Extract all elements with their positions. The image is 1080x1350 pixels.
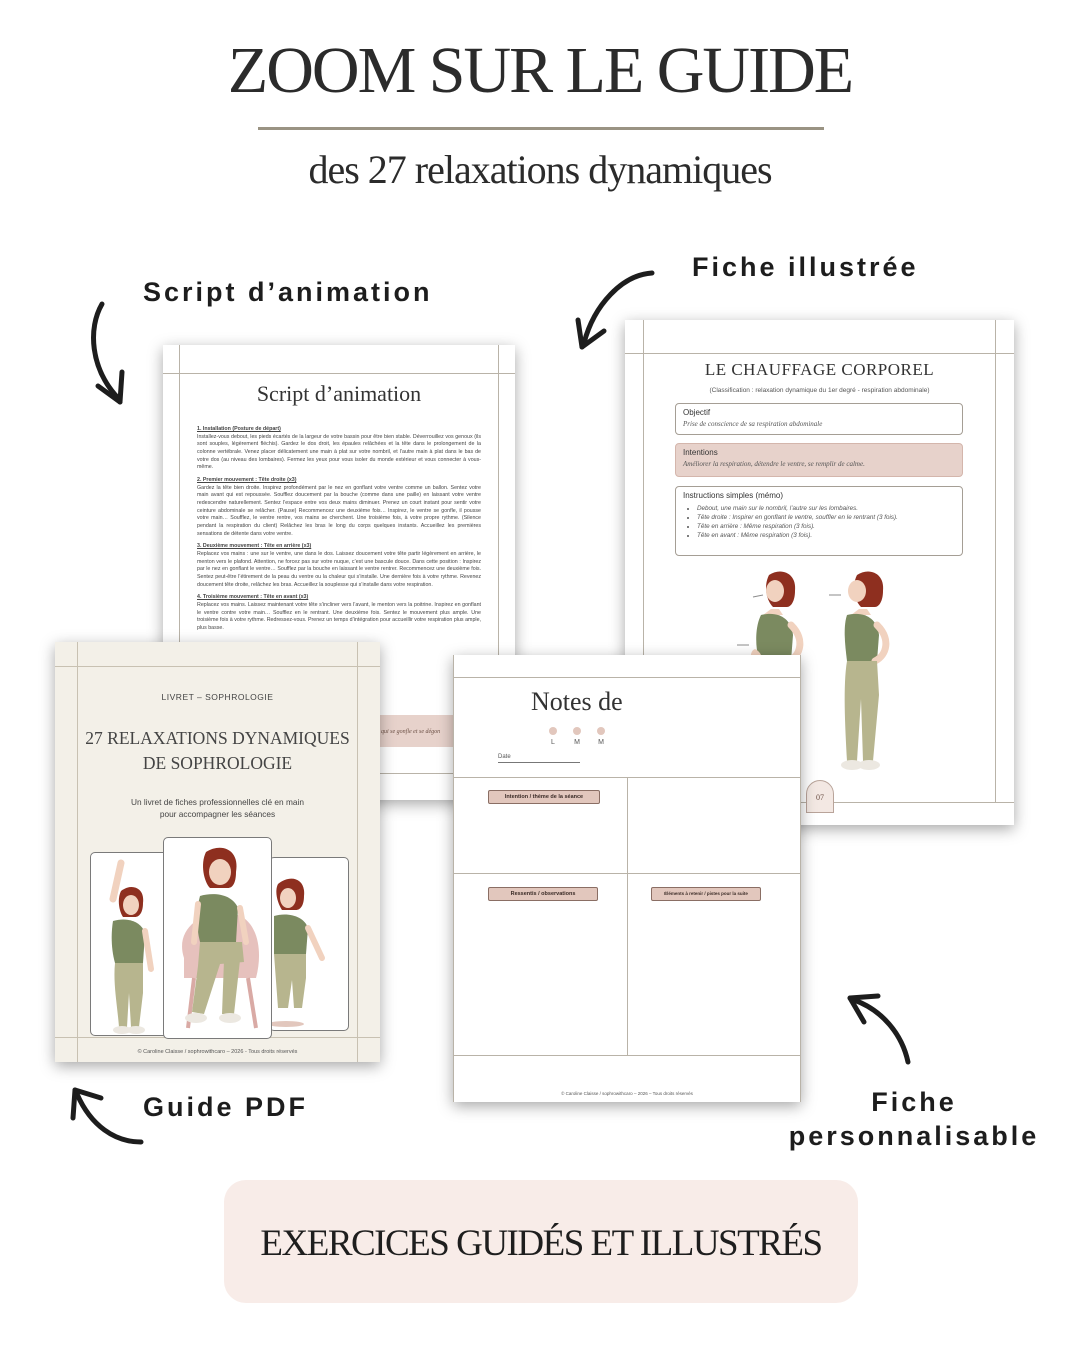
fiche-classification: (Classification : relaxation dynamique d… [709, 387, 930, 394]
instruction-item: Debout, une main sur le nombril, l’autre… [697, 504, 955, 513]
guide-pdf-cover: LIVRET – SOPHROLOGIE 27 RELAXATIONS DYNA… [55, 642, 380, 1062]
intentions-label: Intentions [683, 448, 718, 457]
fiche-title: LE CHAUFFAGE CORPOREL [704, 360, 935, 379]
cover-title-line1: 27 RELAXATIONS DYNAMIQUES [85, 728, 350, 748]
label-fiche-personnalisable: Fiche personnalisable [779, 1086, 1049, 1154]
notes-title: Notes de [531, 687, 623, 716]
notes-footer: © Caroline Claisse / sophrowithcaro – 20… [561, 1091, 693, 1096]
arrow-up-left-icon [70, 1087, 144, 1145]
illustration-card-jump [269, 857, 349, 1031]
label-guide-pdf: Guide PDF [143, 1092, 309, 1122]
illustration-card-arm-raised [90, 852, 170, 1036]
instruction-item: Tête en arrière : Même respiration (3 fo… [697, 522, 955, 531]
title-divider [258, 127, 824, 130]
cover-title: 27 RELAXATIONS DYNAMIQUES DE SOPHROLOGIE [55, 726, 380, 775]
cover-desc-line2: pour accompagner les séances [159, 808, 276, 819]
date-field[interactable]: Date [498, 754, 580, 763]
weekday-label: M [574, 739, 580, 746]
page-number: 07 [806, 780, 834, 813]
cover-desc-line1: Un livret de fiches professionnelles clé… [131, 797, 304, 807]
arrow-up-right-icon [847, 993, 911, 1065]
instruction-item: Tête droite : Inspirer en gonflant le ve… [697, 513, 955, 522]
objectif-label: Objectif [683, 408, 711, 417]
instruction-item: Tête en avant : Même respiration (3 fois… [697, 531, 955, 540]
cover-title-line2: DE SOPHROLOGIE [142, 752, 293, 773]
instructions-list: Debout, une main sur le nombril, l’autre… [683, 504, 955, 541]
script-title: Script d’animation [256, 381, 422, 406]
script-section-text: Installez-vous debout, les pieds écartés… [197, 433, 481, 471]
script-section-heading: 4. Troisième mouvement : Tête en avant (… [197, 594, 309, 601]
banner-text: EXERCICES GUIDÉS ET ILLUSTRÉS [260, 1223, 823, 1264]
intention-tag: Intention / thème de la séance [488, 790, 600, 804]
cover-footer: © Caroline Claisse / sophrowithcaro – 20… [137, 1049, 298, 1055]
arrow-down-icon [91, 301, 125, 405]
script-section-heading: 2. Premier mouvement : Tête droite (x3) [197, 477, 297, 484]
instructions-label: Instructions simples (mémo) [683, 491, 784, 500]
objectif-box: Objectif Prise de conscience de sa respi… [675, 403, 963, 435]
label-script: Script d’animation [143, 277, 433, 307]
label-fiche-line1: Fiche [871, 1087, 957, 1117]
cover-kicker: LIVRET – SOPHROLOGIE [161, 692, 274, 702]
script-section-text: Replacez vos mains. Laissez maintenant v… [197, 602, 481, 632]
script-section-heading: 3. Deuxième mouvement : Tête en arrière … [197, 543, 312, 550]
illustration-card-seated [163, 837, 272, 1039]
elements-tag: Éléments à retenir / pistes pour la suit… [651, 887, 761, 901]
label-fiche-line2: personnalisable [788, 1120, 1040, 1151]
weekday-label: L [551, 739, 555, 746]
script-section-text: Gardez la tête bien droite. Inspirez pro… [197, 484, 481, 537]
notes-document: Notes de L M M Date Intention / thème de… [453, 655, 801, 1102]
page-subtitle: des 27 relaxations dynamiques [308, 147, 772, 192]
instructions-box: Instructions simples (mémo) Debout, une … [675, 486, 963, 556]
objectif-value: Prise de conscience de sa respiration ab… [683, 420, 823, 428]
script-document: Script d’animation 1. Installation (Post… [163, 345, 515, 800]
page-title: ZOOM SUR LE GUIDE [227, 34, 854, 107]
ressentis-tag: Ressentis / observations [488, 887, 598, 901]
script-section-text: Replacez vos mains : une sur le ventre, … [197, 551, 481, 588]
script-body: 1. Installation (Posture de départ) Inst… [197, 421, 481, 633]
cover-description: Un livret de fiches professionnelles clé… [55, 797, 380, 820]
intentions-value: Améliorer la respiration, détendre le ve… [683, 460, 865, 468]
weekday-label: M [598, 739, 604, 746]
script-section-heading: 1. Installation (Posture de départ) [197, 426, 281, 432]
label-fiche-illustree: Fiche illustrée [692, 252, 919, 282]
arrow-down-left-icon [575, 270, 655, 350]
intentions-box: Intentions Améliorer la respiration, dét… [675, 443, 963, 477]
bottom-banner: EXERCICES GUIDÉS ET ILLUSTRÉS [224, 1180, 858, 1303]
